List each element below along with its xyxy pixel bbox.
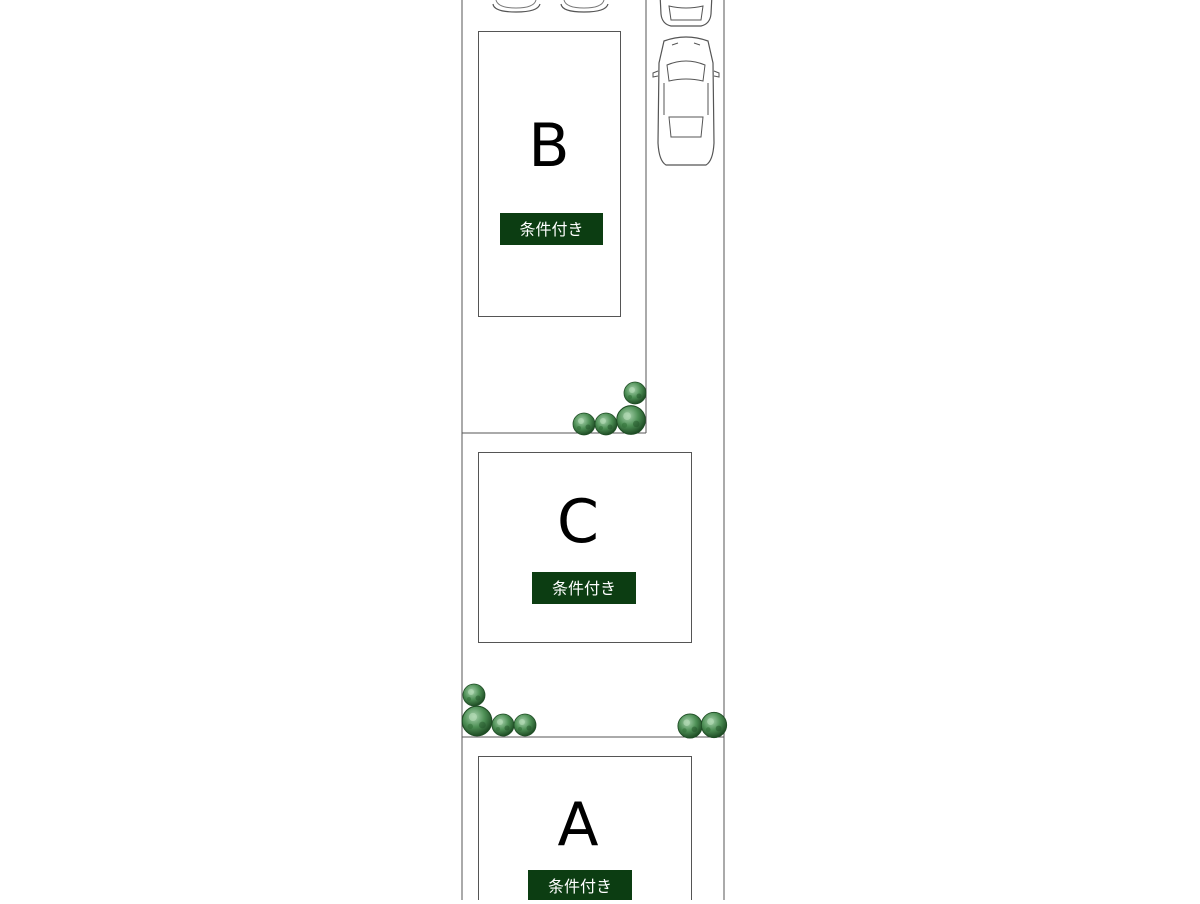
lot-b[interactable]: B 条件付き bbox=[478, 31, 621, 317]
lot-b-status-text: 条件付き bbox=[519, 220, 583, 239]
lot-b-label: B bbox=[528, 111, 569, 181]
lot-b-status-badge bbox=[500, 213, 603, 245]
parking-top-cars bbox=[492, 0, 720, 166]
car-icon bbox=[560, 3, 609, 13]
car-icon bbox=[563, 0, 605, 9]
tree-icon bbox=[616, 405, 646, 435]
tree-icon bbox=[572, 412, 596, 436]
car-icon bbox=[652, 36, 720, 166]
car-icon bbox=[495, 0, 537, 9]
lot-c-label: C bbox=[557, 487, 599, 557]
lot-b-outline bbox=[478, 31, 621, 317]
lot-a-label: A bbox=[557, 790, 598, 860]
tree-icon bbox=[513, 713, 537, 737]
lot-c[interactable]: C 条件付き bbox=[478, 452, 692, 643]
tree-icon bbox=[623, 381, 647, 405]
lot-c-outline bbox=[478, 452, 692, 643]
lot-c-status-text: 条件付き bbox=[552, 579, 616, 598]
site-boundary bbox=[461, 0, 725, 900]
lot-c-status-badge bbox=[532, 572, 636, 604]
tree-icon bbox=[594, 412, 618, 436]
car-icon bbox=[659, 0, 713, 27]
tree-icon bbox=[461, 705, 493, 737]
car-icon bbox=[492, 3, 541, 13]
tree-icon bbox=[462, 683, 486, 707]
lot-a-status-text: 条件付き bbox=[548, 877, 612, 896]
tree-icon bbox=[700, 711, 728, 739]
lot-a[interactable]: A 条件付き bbox=[478, 756, 692, 904]
tree-icon bbox=[491, 713, 515, 737]
tree-icon bbox=[677, 713, 703, 739]
lot-a-status-badge bbox=[528, 870, 632, 902]
